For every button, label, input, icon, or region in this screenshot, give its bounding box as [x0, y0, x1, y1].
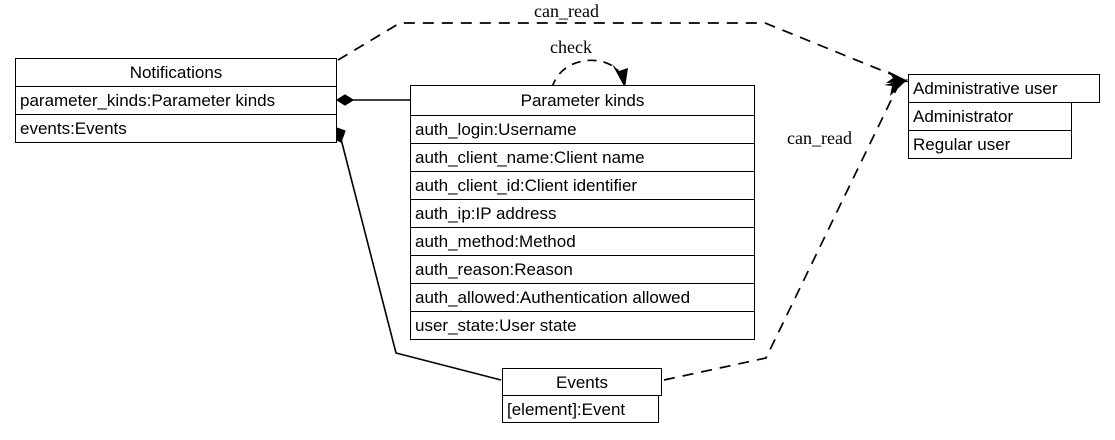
class-attribute-row: user_state:User state	[410, 311, 755, 340]
class-attribute-row: auth_client_name:Client name	[410, 143, 755, 172]
class-attribute-row: auth_login:Username	[410, 115, 755, 144]
dashed-line-can-read-top	[337, 22, 899, 78]
class-attribute-row: Administrator	[908, 102, 1072, 131]
class-attribute-row: auth_client_id:Client identifier	[410, 171, 755, 200]
filled-diamond-parameter-kinds	[335, 94, 355, 106]
edge-label-can-read-top: can_read	[534, 1, 599, 21]
class-attribute-row: auth_allowed:Authentication allowed	[410, 283, 755, 312]
arrowhead-can-read-right	[884, 79, 908, 96]
class-attribute-row: [element]:Event	[502, 395, 659, 423]
edge-label-can-read-right: can_read	[787, 128, 852, 148]
class-attribute-row: auth_reason:Reason	[410, 255, 755, 284]
arrowhead-can-read-top	[886, 71, 910, 83]
class-attribute-row: auth_method:Method	[410, 227, 755, 256]
class-attribute-row: auth_ip:IP address	[410, 199, 755, 228]
class-title-parameter-kinds: Parameter kinds	[410, 85, 755, 116]
class-attribute-row: Regular user	[908, 130, 1072, 159]
dashed-arc-check	[551, 59, 619, 89]
edge-check	[551, 59, 628, 89]
class-title-events: Events	[502, 368, 662, 396]
class-attribute-row: parameter_kinds:Parameter kinds	[15, 86, 337, 115]
edge-notifications-parameter-kinds	[335, 94, 410, 106]
edge-notifications-can-read	[337, 22, 910, 83]
class-attribute-row: events:Events	[15, 114, 337, 143]
class-title-administrative-user: Administrative user	[908, 74, 1100, 103]
class-title-notifications: Notifications	[15, 58, 337, 87]
edge-label-check: check	[550, 37, 592, 57]
